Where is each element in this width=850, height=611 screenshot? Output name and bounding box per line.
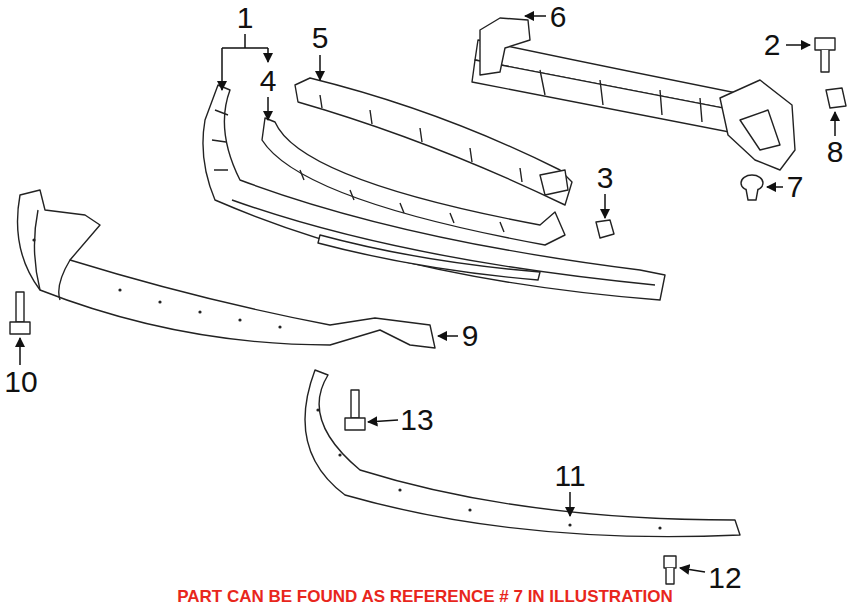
bolt [815, 38, 835, 72]
callout-number: 6 [550, 2, 567, 32]
bumper-cover [203, 85, 665, 300]
callout-number: 13 [400, 405, 433, 435]
mounting-strip [262, 118, 565, 245]
nut [826, 88, 846, 108]
callout-number: 1 [237, 3, 254, 33]
bolt [345, 390, 365, 430]
callout-number: 10 [4, 367, 37, 397]
callout-number: 4 [260, 66, 277, 96]
callout-number: 12 [708, 563, 741, 593]
callout-number: 2 [764, 30, 781, 60]
callout-number: 7 [787, 172, 804, 202]
reference-note: PART CAN BE FOUND AS REFERENCE # 7 IN IL… [177, 588, 673, 606]
callout-number: 8 [827, 137, 844, 167]
reinforcement-bar [472, 18, 795, 170]
callout-number: 3 [597, 163, 614, 193]
callout-number: 9 [462, 321, 479, 351]
bolt [10, 292, 30, 334]
push-pin [741, 175, 763, 200]
callout-number: 5 [312, 23, 329, 53]
leader-lines [20, 16, 835, 572]
lower-molding [305, 370, 740, 537]
bolt [664, 556, 676, 584]
clip [596, 220, 614, 238]
callout-number: 11 [554, 461, 585, 491]
air-deflector [18, 190, 436, 348]
